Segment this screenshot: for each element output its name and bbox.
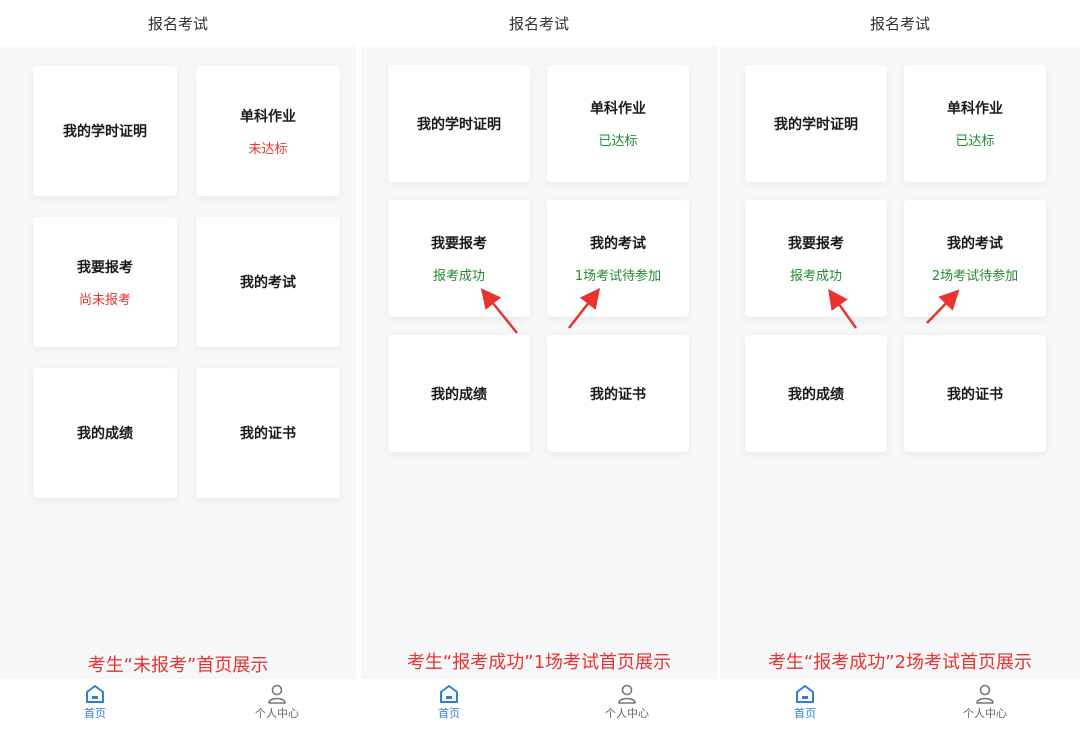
card-register-exam[interactable]: 我要报考 尚未报考 (33, 217, 177, 347)
page-header: 报名考试 (361, 0, 717, 46)
card-title: 我的证书 (947, 386, 1003, 403)
tab-bar: 首页 个人中心 (0, 679, 356, 731)
tab-profile[interactable]: 个人中心 (597, 683, 657, 721)
card-register-exam[interactable]: 我要报考 报考成功 (388, 200, 530, 317)
home-icon (438, 683, 460, 705)
card-study-hours[interactable]: 我的学时证明 (388, 65, 530, 182)
screen-caption: 考生“报考成功”1场考试首页展示 (406, 652, 672, 673)
user-icon (616, 683, 638, 705)
page-title: 报名考试 (147, 14, 208, 33)
tab-label: 个人中心 (255, 707, 299, 720)
page-header: 报名考试 (720, 0, 1080, 46)
card-register-exam[interactable]: 我要报考 报考成功 (745, 200, 887, 317)
tab-home[interactable]: 首页 (419, 683, 479, 721)
card-title: 我的成绩 (788, 386, 844, 403)
card-my-certificates[interactable]: 我的证书 (196, 368, 340, 498)
card-my-exams[interactable]: 我的考试 (196, 217, 340, 347)
screen-registered-one-exam: 报名考试 我的学时证明 单科作业 已达标 我要报考 报考成功 我的考试 1场考试… (361, 0, 717, 731)
page-title: 报名考试 (508, 14, 569, 33)
card-title: 我的考试 (240, 275, 296, 291)
tab-label: 个人中心 (963, 707, 1007, 720)
card-title: 单科作业 (590, 101, 646, 117)
card-title: 我要报考 (788, 236, 844, 252)
card-status: 尚未报考 (78, 292, 131, 308)
page-header: 报名考试 (0, 0, 356, 46)
card-study-hours[interactable]: 我的学时证明 (745, 65, 887, 182)
tab-profile[interactable]: 个人中心 (955, 683, 1015, 721)
card-title: 我的学时证明 (63, 124, 147, 140)
tab-label: 首页 (84, 707, 106, 720)
card-title: 我的证书 (240, 426, 296, 442)
card-title: 我的证书 (590, 386, 646, 403)
card-title: 单科作业 (947, 101, 1003, 117)
card-title: 我的学时证明 (774, 116, 858, 133)
card-homework[interactable]: 单科作业 已达标 (547, 65, 689, 182)
card-my-exams[interactable]: 我的考试 2场考试待参加 (904, 200, 1046, 317)
card-title: 我要报考 (77, 259, 133, 276)
card-my-scores[interactable]: 我的成绩 (745, 335, 887, 452)
card-title: 我的考试 (590, 236, 646, 252)
card-status: 1场考试待参加 (574, 269, 662, 284)
card-homework[interactable]: 单科作业 未达标 (196, 66, 340, 196)
card-my-exams[interactable]: 我的考试 1场考试待参加 (547, 200, 689, 317)
card-study-hours[interactable]: 我的学时证明 (33, 66, 177, 196)
card-title: 我的成绩 (77, 426, 133, 442)
tab-bar: 首页 个人中心 (720, 679, 1080, 731)
page-title: 报名考试 (869, 14, 930, 33)
card-status: 已达标 (598, 134, 638, 149)
tab-home[interactable]: 首页 (65, 683, 125, 721)
card-my-scores[interactable]: 我的成绩 (388, 335, 530, 452)
user-icon (266, 683, 288, 705)
home-icon (794, 683, 816, 705)
tab-label: 首页 (794, 707, 816, 720)
card-title: 我的考试 (947, 236, 1003, 252)
card-my-certificates[interactable]: 我的证书 (547, 335, 689, 452)
card-my-scores[interactable]: 我的成绩 (33, 368, 177, 498)
screen-registered-two-exams: 报名考试 我的学时证明 单科作业 已达标 我要报考 报考成功 我的考试 2场考试… (720, 0, 1080, 731)
tab-label: 个人中心 (605, 707, 649, 720)
screen-caption: 考生“未报考”首页展示 (87, 655, 269, 676)
card-title: 我要报考 (431, 236, 487, 252)
tab-bar: 首页 个人中心 (361, 679, 717, 731)
screen-not-registered: 报名考试 我的学时证明 单科作业 未达标 我要报考 尚未报考 我的考试 我的成绩… (0, 0, 356, 731)
card-title: 单科作业 (240, 108, 296, 125)
screen-caption: 考生“报考成功”2场考试首页展示 (767, 652, 1033, 673)
card-my-certificates[interactable]: 我的证书 (904, 335, 1046, 452)
card-title: 我的学时证明 (417, 116, 501, 133)
tab-label: 首页 (438, 707, 460, 720)
card-title: 我的成绩 (431, 386, 487, 403)
user-icon (974, 683, 996, 705)
tab-profile[interactable]: 个人中心 (247, 683, 307, 721)
card-status: 已达标 (955, 134, 995, 149)
card-status: 未达标 (248, 141, 288, 157)
card-homework[interactable]: 单科作业 已达标 (904, 65, 1046, 182)
card-status: 2场考试待参加 (931, 269, 1019, 284)
card-status: 报考成功 (432, 269, 485, 284)
card-status: 报考成功 (789, 269, 842, 284)
home-icon (84, 683, 106, 705)
tab-home[interactable]: 首页 (775, 683, 835, 721)
